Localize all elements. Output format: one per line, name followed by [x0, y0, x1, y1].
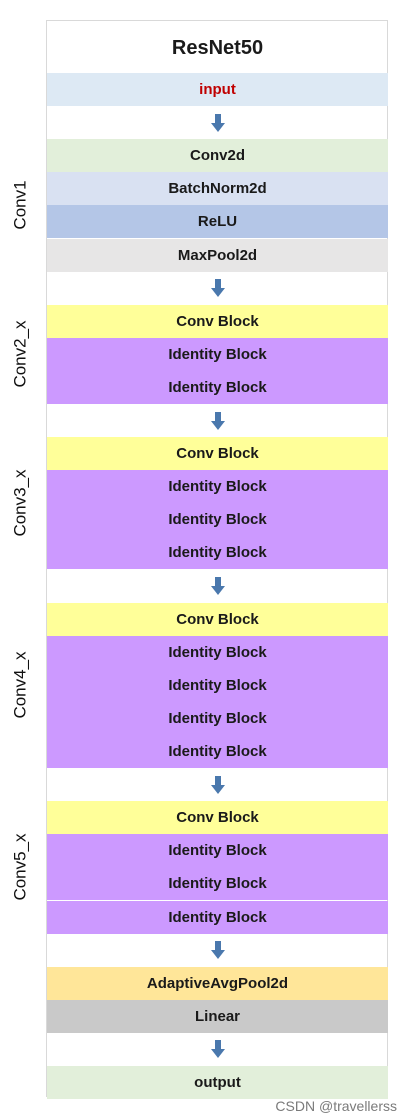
layer-maxpool2d: MaxPool2d	[47, 238, 388, 272]
diagram-title: ResNet50	[171, 36, 264, 59]
flow-arrow	[47, 272, 388, 305]
flow-arrow	[47, 106, 388, 139]
down-arrow-icon	[210, 941, 225, 960]
down-arrow-icon	[210, 113, 225, 132]
flow-arrow	[47, 934, 388, 967]
layer-output: output	[47, 1066, 388, 1100]
layer-identity-block: Identity Block	[47, 735, 388, 769]
layer-identity-block: Identity Block	[47, 701, 388, 735]
down-arrow-icon	[210, 577, 225, 596]
layer-identity-block: Identity Block	[47, 470, 388, 504]
watermark: CSDN @travellerss	[275, 1098, 397, 1114]
stage-label-conv2_x: Conv2_x	[0, 305, 42, 404]
layer-conv-block: Conv Block	[47, 602, 388, 636]
stage-label-text: Conv1	[11, 180, 31, 230]
flow-arrow	[47, 768, 388, 801]
layer-conv-block: Conv Block	[47, 801, 388, 835]
stage-label-conv3_x: Conv3_x	[0, 437, 42, 569]
layer-identity-block: Identity Block	[47, 370, 388, 404]
layer-input: input	[47, 73, 388, 107]
stage-label-conv1: Conv1	[0, 139, 42, 271]
layer-conv-block: Conv Block	[47, 437, 388, 471]
flow-arrow	[47, 1033, 388, 1066]
layer-identity-block: Identity Block	[47, 536, 388, 570]
layer-conv-block: Conv Block	[47, 304, 388, 338]
layer-identity-block: Identity Block	[47, 337, 388, 371]
layer-batchnorm2d: BatchNorm2d	[47, 172, 388, 206]
stage-label-text: Conv3_x	[11, 469, 31, 537]
layer-linear: Linear	[47, 999, 388, 1033]
layer-conv2d: Conv2d	[47, 139, 388, 173]
stage-label-conv4_x: Conv4_x	[0, 603, 42, 769]
down-arrow-icon	[210, 411, 225, 430]
layer-identity-block: Identity Block	[47, 503, 388, 537]
stage-label-conv5_x: Conv5_x	[0, 801, 42, 933]
layer-identity-block: Identity Block	[47, 668, 388, 702]
down-arrow-icon	[210, 1040, 225, 1059]
flow-arrow	[47, 570, 388, 603]
layer-identity-block: Identity Block	[47, 834, 388, 868]
stage-label-text: Conv4_x	[11, 651, 31, 719]
stage-label-text: Conv5_x	[11, 833, 31, 901]
layer-relu: ReLU	[47, 205, 388, 239]
flow-arrow	[47, 404, 388, 437]
stage-label-text: Conv2_x	[11, 320, 31, 388]
layer-identity-block: Identity Block	[47, 867, 388, 901]
layer-identity-block: Identity Block	[47, 635, 388, 669]
layer-identity-block: Identity Block	[47, 900, 388, 934]
down-arrow-icon	[210, 279, 225, 298]
layer-adaptiveavgpool2d: AdaptiveAvgPool2d	[47, 966, 388, 1000]
down-arrow-icon	[210, 775, 225, 794]
